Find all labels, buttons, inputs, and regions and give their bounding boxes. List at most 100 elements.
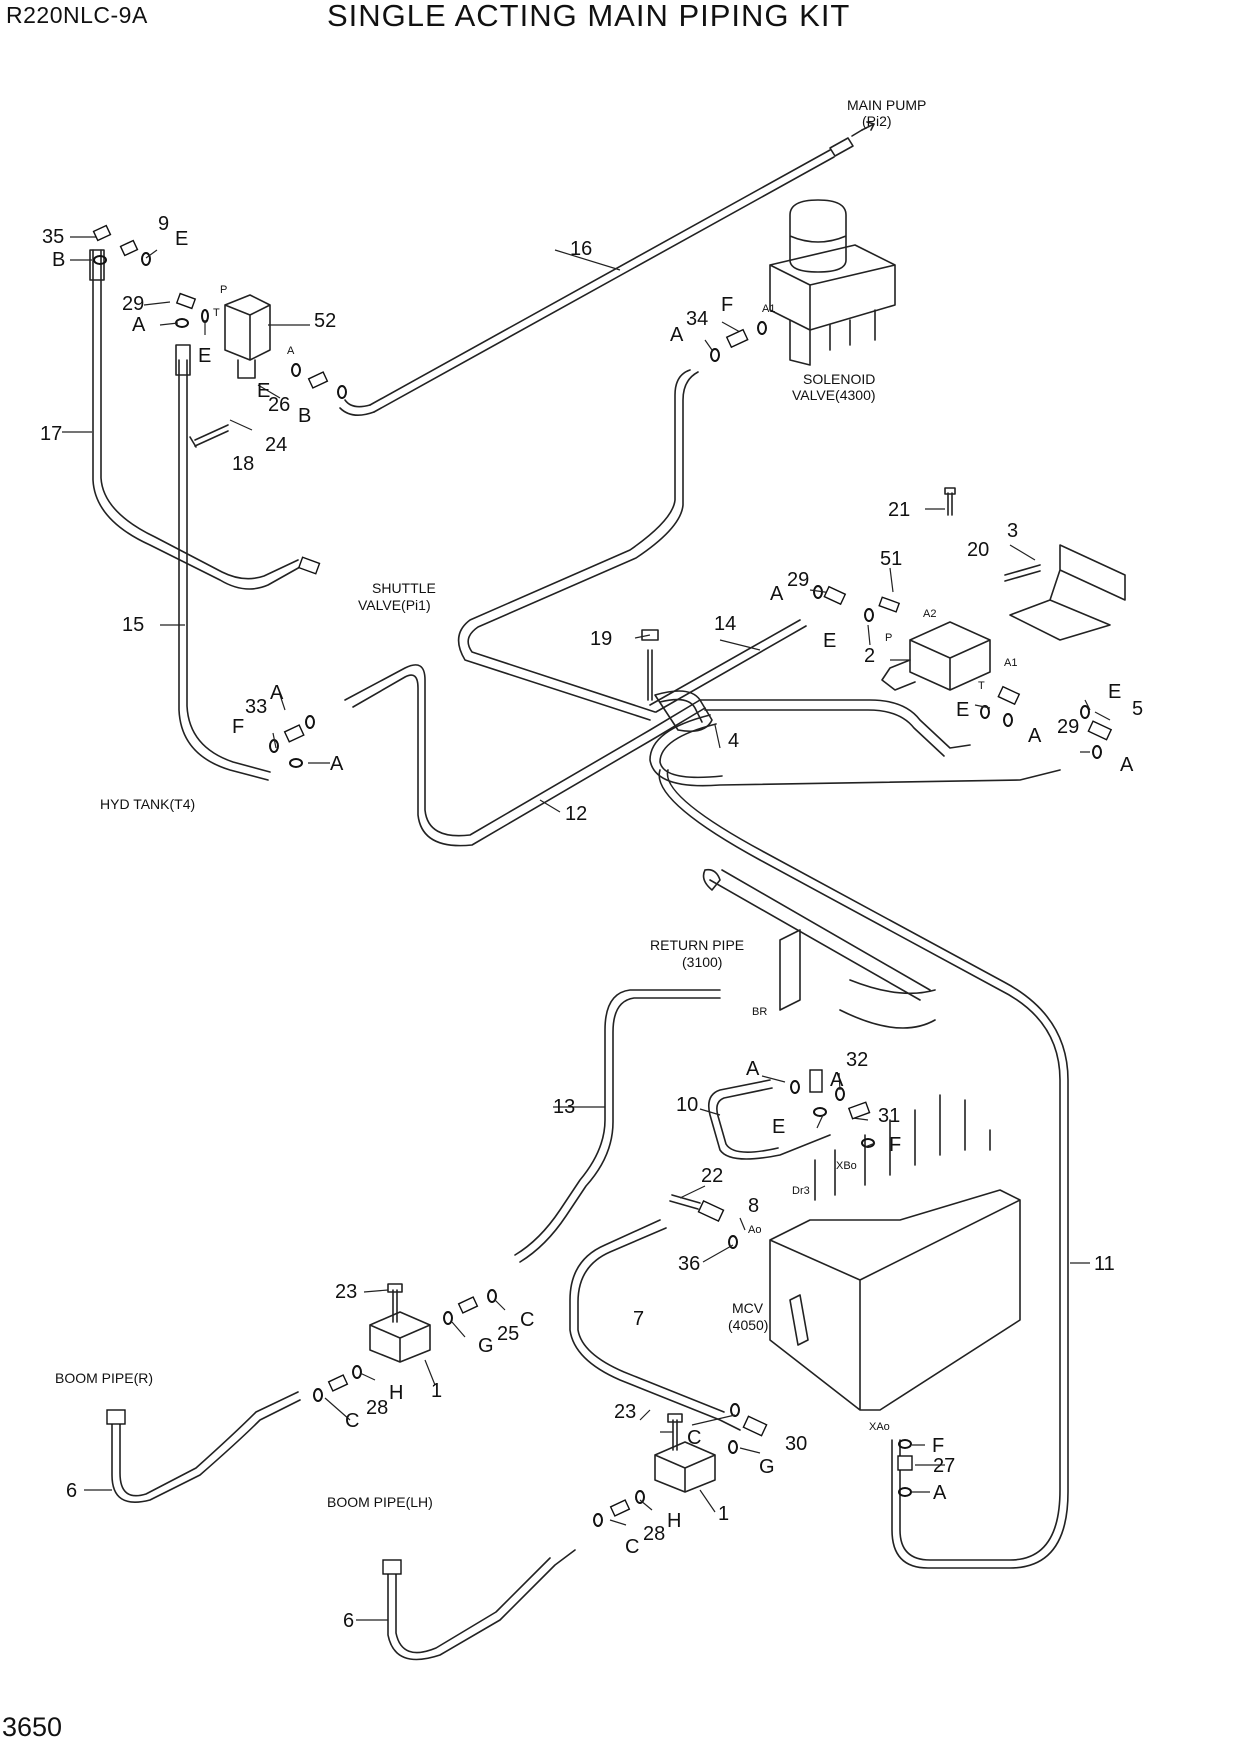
boom-pipe-r-label: BOOM PIPE(R) — [55, 1370, 153, 1386]
bolt-19 — [641, 629, 659, 701]
bolt-23b — [667, 1413, 683, 1451]
o-ring-a6 — [305, 715, 315, 729]
callout-3: 3 — [1007, 520, 1018, 542]
callout-29: 29 — [122, 293, 144, 315]
o-ring-c4 — [593, 1513, 603, 1527]
callout-17: 17 — [40, 423, 62, 445]
callout-18: 18 — [232, 453, 254, 475]
callout-f: F — [232, 716, 244, 738]
mcv-spools — [814, 1094, 991, 1201]
o-ring-e3 — [291, 363, 301, 377]
page-number: 3650 — [2, 1712, 63, 1742]
callout-11: 11 — [1094, 1253, 1115, 1275]
o-ring-e1 — [141, 252, 151, 266]
solenoid-valve — [789, 199, 847, 273]
mcv-window — [789, 1294, 809, 1346]
callout-1: 1 — [718, 1503, 729, 1525]
return-pipe-code: (3100) — [682, 954, 722, 970]
callout-28: 28 — [643, 1523, 665, 1545]
o-ring-b — [93, 255, 107, 265]
callout-h: H — [667, 1510, 681, 1532]
o-ring-e7 — [813, 1107, 827, 1117]
hose-6r — [111, 1391, 301, 1504]
shuttle-label: SHUTTLE — [372, 580, 436, 596]
arrow-icon — [861, 121, 875, 131]
solenoid-code: VALVE(4300) — [792, 387, 876, 403]
callout-15: 15 — [122, 614, 144, 636]
hose-7 — [569, 1219, 741, 1431]
callout-2: 2 — [864, 645, 875, 667]
fitting-28a — [327, 1374, 349, 1392]
port-p-2: P — [885, 632, 892, 644]
fitting-shuttle — [297, 556, 321, 575]
port-a2: A2 — [923, 608, 936, 620]
o-ring-h1 — [352, 1365, 362, 1379]
fitting-35 — [92, 224, 112, 242]
fitting-hose-top-lh — [382, 1559, 402, 1575]
main-pump-label: MAIN PUMP — [847, 97, 926, 113]
callout-c: C — [625, 1536, 639, 1558]
hose-15 — [178, 359, 271, 781]
hose-15-fitting — [175, 344, 191, 376]
callout-16: 16 — [570, 238, 592, 260]
callout-13: 13 — [553, 1096, 575, 1118]
callout-4: 4 — [728, 730, 739, 752]
callout-1: 1 — [431, 1380, 442, 1402]
solenoid-label: SOLENOID — [803, 371, 875, 387]
fitting-9 — [119, 239, 139, 257]
hose-right-2 — [649, 714, 1061, 787]
callout-e: E — [175, 228, 188, 250]
hose-17 — [92, 249, 301, 590]
callout-a: A — [830, 1069, 844, 1091]
callout-32: 32 — [846, 1049, 868, 1071]
fitting-27 — [897, 1455, 913, 1471]
callout-24: 24 — [265, 434, 287, 456]
bolt-18 — [189, 424, 229, 448]
mcv-body — [769, 1189, 1021, 1411]
solenoid-legs — [789, 309, 876, 366]
callout-33: 33 — [245, 696, 267, 718]
port-p-52: P — [220, 284, 227, 296]
mcv-code: (4050) — [728, 1317, 768, 1333]
fitting-29b — [823, 585, 847, 606]
fitting-28b — [609, 1499, 631, 1517]
fitting-25 — [457, 1296, 479, 1314]
callout-28: 28 — [366, 1397, 388, 1419]
hose-6lh — [387, 1549, 576, 1661]
fitting-26 — [307, 371, 329, 389]
o-ring-a8 — [790, 1080, 800, 1094]
callout-22: 22 — [701, 1165, 723, 1187]
callout-30: 30 — [785, 1433, 807, 1455]
callout-25: 25 — [497, 1323, 519, 1345]
o-ring-g2 — [728, 1440, 738, 1454]
callout-e: E — [1108, 681, 1121, 703]
o-ring-e4 — [864, 608, 874, 622]
callout-35: 35 — [42, 226, 64, 248]
callout-27: 27 — [933, 1455, 955, 1477]
o-ring-c1 — [487, 1289, 497, 1303]
page-title: SINGLE ACTING MAIN PIPING KIT — [327, 0, 851, 33]
bracket-3 — [1009, 544, 1126, 641]
callout-10: 10 — [676, 1094, 698, 1116]
callout-a: A — [132, 314, 146, 336]
hose-12 — [344, 664, 706, 847]
callout-9: 9 — [158, 213, 169, 235]
callout-5: 5 — [1132, 698, 1143, 720]
callout-6: 6 — [66, 1480, 77, 1502]
callout-7: 7 — [633, 1308, 644, 1330]
callout-a: A — [746, 1058, 760, 1080]
callout-26: 26 — [268, 394, 290, 416]
mcv-label: MCV — [732, 1300, 764, 1316]
o-ring-36 — [728, 1235, 738, 1249]
fitting-29a — [175, 292, 197, 310]
callout-e: E — [198, 345, 211, 367]
callout-f: F — [932, 1435, 944, 1457]
port-t-52: T — [213, 307, 220, 319]
callout-a: A — [1120, 754, 1134, 776]
port-xao: XAo — [869, 1421, 890, 1433]
block-1b — [654, 1441, 716, 1493]
model-number: R220NLC-9A — [6, 2, 148, 28]
pump-fitting — [829, 129, 863, 157]
hose-13 — [514, 989, 721, 1263]
